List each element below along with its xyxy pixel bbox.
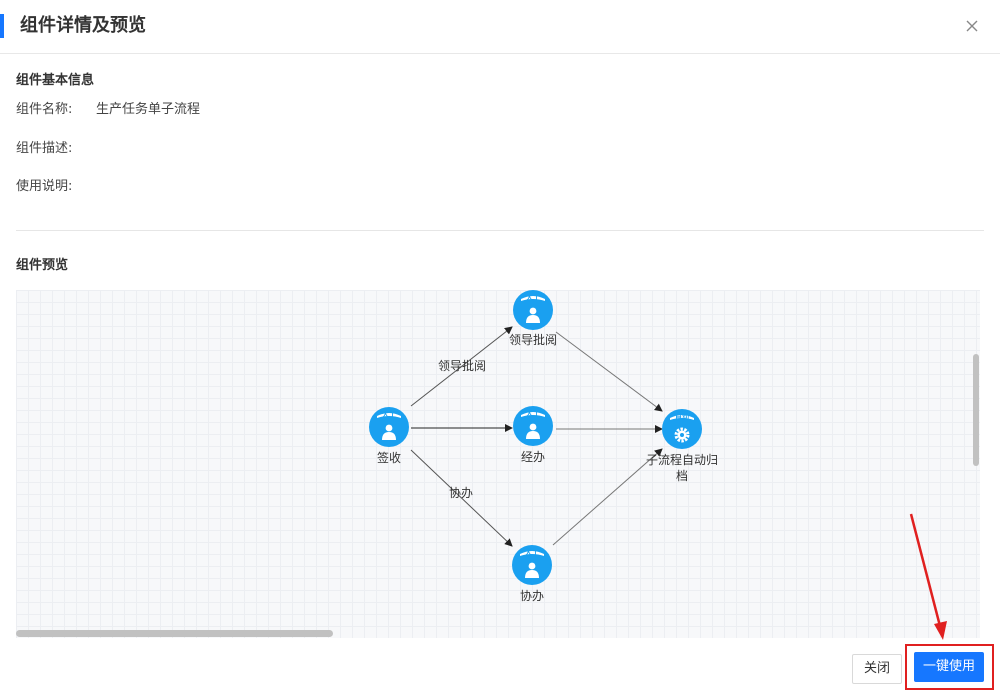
gear-icon [674,427,690,443]
svg-text:领导批阅: 领导批阅 [509,332,557,347]
node-approve[interactable]: 人工 领导批阅 [509,290,557,347]
one-click-use-button[interactable]: 一键使用 [914,652,984,682]
svg-text:人工: 人工 [382,410,396,419]
user-icon [525,562,539,578]
usage-row: 使用说明: [16,178,72,196]
node-archive[interactable]: 自动 子流程自动归 档 [646,409,718,483]
usage-label: 使用说明: [16,179,73,194]
flow-diagram: 领导批阅 协办 人工 签收 人工 领导批阅 [369,290,718,603]
basic-info-title: 组件基本信息 [16,73,95,88]
close-button[interactable]: 关闭 [852,654,902,684]
svg-text:自动: 自动 [675,412,689,421]
divider [16,230,984,231]
edge-approve-archive [555,331,663,412]
svg-text:人工: 人工 [526,293,540,302]
edge-assist-archive [552,448,663,546]
component-name-value: 生产任务单子流程 [96,102,201,117]
user-icon [526,307,540,323]
svg-text:档: 档 [676,469,688,483]
edge-sign-assist [410,449,513,547]
user-icon [382,424,396,440]
svg-text:签收: 签收 [377,450,401,465]
svg-text:协办: 协办 [520,588,544,603]
component-name-label: 组件名称: [16,102,73,117]
component-desc-label: 组件描述: [16,141,73,156]
svg-text:经办: 经办 [521,449,545,464]
node-handle[interactable]: 人工 经办 [513,406,553,464]
dialog-header: 组件详情及预览 [0,0,1000,54]
svg-text:人工: 人工 [526,409,540,418]
title-accent-bar [0,14,4,38]
edge-label-assist: 协办 [449,485,473,500]
component-desc-row: 组件描述: [16,140,72,158]
dialog-title: 组件详情及预览 [20,15,146,36]
node-assist[interactable]: 人工 协办 [512,545,552,603]
node-sign[interactable]: 人工 签收 [369,407,409,465]
annotation-highlight-box [905,644,994,690]
vertical-scrollbar[interactable] [973,354,979,466]
edge-label-approve: 领导批阅 [438,358,486,373]
svg-text:人工: 人工 [525,548,539,557]
horizontal-scrollbar[interactable] [16,630,333,637]
edge-sign-approve [410,326,513,407]
svg-text:子流程自动归: 子流程自动归 [646,452,718,467]
close-icon[interactable] [962,16,982,36]
component-name-row: 组件名称: 生产任务单子流程 [16,101,200,119]
flow-preview-canvas[interactable]: 领导批阅 协办 人工 签收 人工 领导批阅 [16,290,980,638]
preview-title: 组件预览 [16,258,69,273]
user-icon [526,423,540,439]
